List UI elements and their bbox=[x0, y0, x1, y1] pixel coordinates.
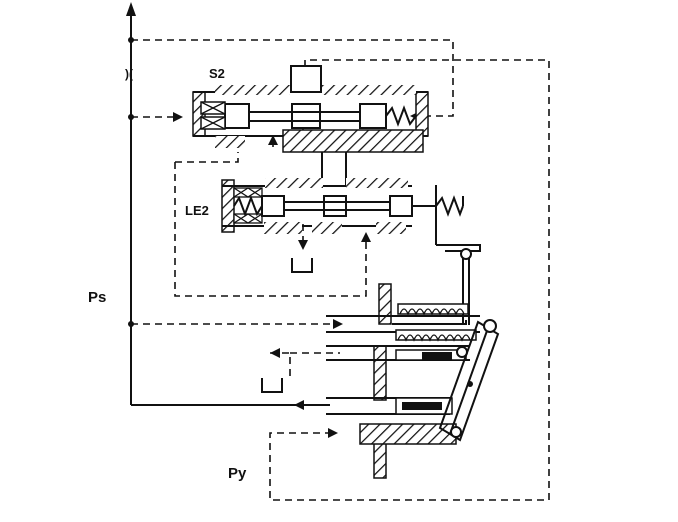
drain-symbols bbox=[261, 258, 313, 393]
valve-connector bbox=[321, 152, 347, 186]
actuator-assembly bbox=[326, 283, 500, 479]
valve-s2-label: S2 bbox=[209, 66, 225, 81]
pilot-lines bbox=[131, 39, 550, 501]
valve-le2 bbox=[221, 178, 481, 252]
valve-le2-label: LE2 bbox=[185, 203, 209, 218]
orifice-label: )( bbox=[125, 67, 133, 81]
supply-line bbox=[126, 2, 330, 410]
supply-pressure-label: Ps bbox=[88, 289, 106, 306]
pilot-pressure-label: Py bbox=[228, 465, 247, 482]
valve-s2 bbox=[192, 65, 429, 153]
